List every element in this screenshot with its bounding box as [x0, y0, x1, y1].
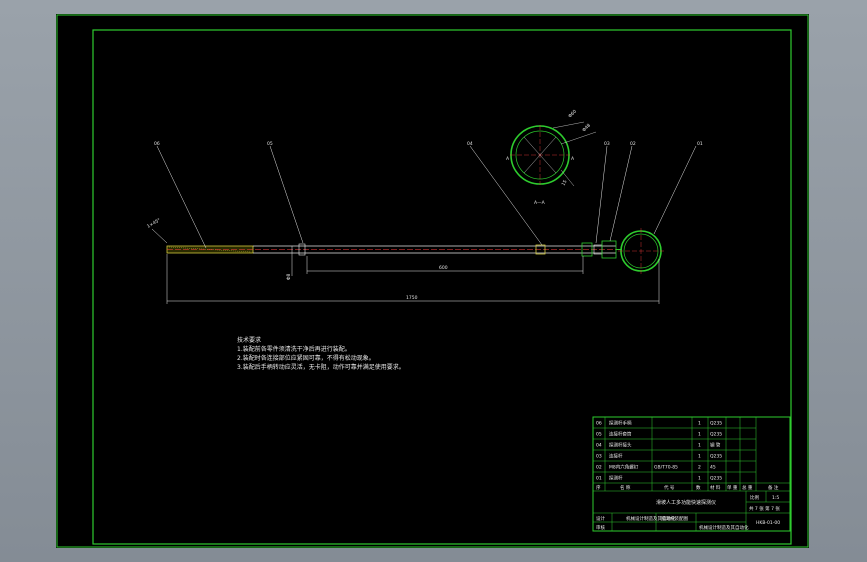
scale-label: 比例 [750, 494, 759, 501]
part-no: 05 [596, 432, 602, 438]
sheet-count: 共 7 张 第 7 张 [749, 505, 780, 512]
section-dim-1: Φ60 [567, 109, 578, 120]
callout-05: 05 [267, 141, 273, 147]
part-material: Q235 [710, 454, 722, 460]
part-qty: 1 [698, 421, 701, 427]
handle-ring [618, 228, 664, 274]
design-label: 设计 [596, 515, 605, 522]
drawing-sheet: Φ60 Φ48 15 A A A—A 06 05 04 03 02 [56, 14, 809, 548]
scale-value: 1:5 [772, 495, 779, 501]
note-3: 3.装配后手柄转动应灵活，无卡阻，动作可靠并满足使用要求。 [237, 364, 405, 371]
header-total: 总 重 [742, 484, 753, 491]
part-material: Q235 [710, 476, 722, 482]
notes-title: 技术要求 [237, 337, 262, 344]
drawing-name: 探测杆装配图 [661, 515, 688, 522]
company-name: 机械设计制造及其自动化 [626, 515, 676, 522]
callout-06: 06 [154, 141, 160, 147]
project-title: 滑坡人工多功能快速探测仪 [656, 499, 716, 506]
drawing-subtitle: 机械设计制造及其自动化 [699, 524, 749, 531]
part-material: 45 [710, 465, 716, 471]
header-mat: 材 料 [710, 484, 721, 491]
part-no: 01 [596, 476, 602, 482]
drawing-no: HKB-01-00 [756, 520, 780, 526]
callout-04: 04 [467, 141, 473, 147]
part-qty: 2 [698, 465, 701, 471]
callout-02: 02 [630, 141, 636, 147]
part-qty: 1 [698, 476, 701, 482]
technical-notes: 技术要求 1.装配前各零件须清洗干净后再进行装配。 2.装配时各连接部位应紧固可… [237, 336, 405, 372]
header-unit: 单 重 [727, 484, 738, 491]
part-qty: 1 [698, 443, 701, 449]
header-name: 名 称 [620, 484, 631, 491]
dim-total: 1750 [406, 295, 418, 301]
title-header: 序 名 称 代 号 数 材 料 单 重 总 重 备 注 [596, 484, 779, 491]
dim-mid: 600 [439, 265, 448, 271]
part-standard: GB/T70-85 [654, 465, 678, 471]
section-title: A—A [534, 200, 546, 206]
part-material: 钢 管 [710, 442, 721, 449]
part-name: 连接杆 [609, 453, 623, 460]
section-mark-right: A [571, 156, 575, 162]
probe-rod [166, 240, 622, 259]
callout-01: 01 [697, 141, 703, 147]
inner-frame [92, 29, 792, 545]
header-qty: 数 [696, 484, 701, 491]
header-code: 代 号 [664, 484, 675, 491]
part-name: 探测杆接头 [609, 442, 632, 449]
section-mark-left: A [506, 156, 510, 162]
check-label: 审核 [596, 524, 605, 531]
part-qty: 1 [698, 432, 701, 438]
part-no: 02 [596, 465, 602, 471]
part-material: Q235 [710, 421, 722, 427]
part-material: Q235 [710, 432, 722, 438]
part-qty: 1 [698, 454, 701, 460]
section-dim-2: Φ48 [581, 123, 592, 134]
header-remark: 备 注 [768, 484, 779, 491]
dimension-lines [166, 246, 660, 304]
note-2: 2.装配时各连接部位应紧固可靠，不得有松动现象。 [237, 355, 375, 362]
header-no: 序 [596, 484, 601, 491]
dim-chamfer: 1×45° [146, 217, 162, 230]
part-name: 探测杆手柄 [609, 420, 632, 427]
leader-lines [151, 145, 697, 249]
part-name: 连接杆套筒 [609, 431, 632, 438]
section-dim-3: 15 [561, 179, 569, 187]
part-name: 探测杆 [609, 475, 623, 482]
part-no: 04 [596, 443, 602, 449]
title-block [592, 416, 791, 532]
note-1: 1.装配前各零件须清洗干净后再进行装配。 [237, 346, 351, 353]
outer-border [56, 14, 809, 548]
section-view: Φ60 Φ48 15 A A A—A [506, 109, 597, 206]
assembly-drawing: Φ60 Φ48 15 A A A—A 06 05 04 03 02 [56, 14, 809, 548]
part-name: M8内六角螺钉 [609, 464, 639, 471]
callout-03: 03 [604, 141, 610, 147]
part-no: 03 [596, 454, 602, 460]
part-no: 06 [596, 421, 602, 427]
dim-small: Φ8 [286, 273, 292, 280]
